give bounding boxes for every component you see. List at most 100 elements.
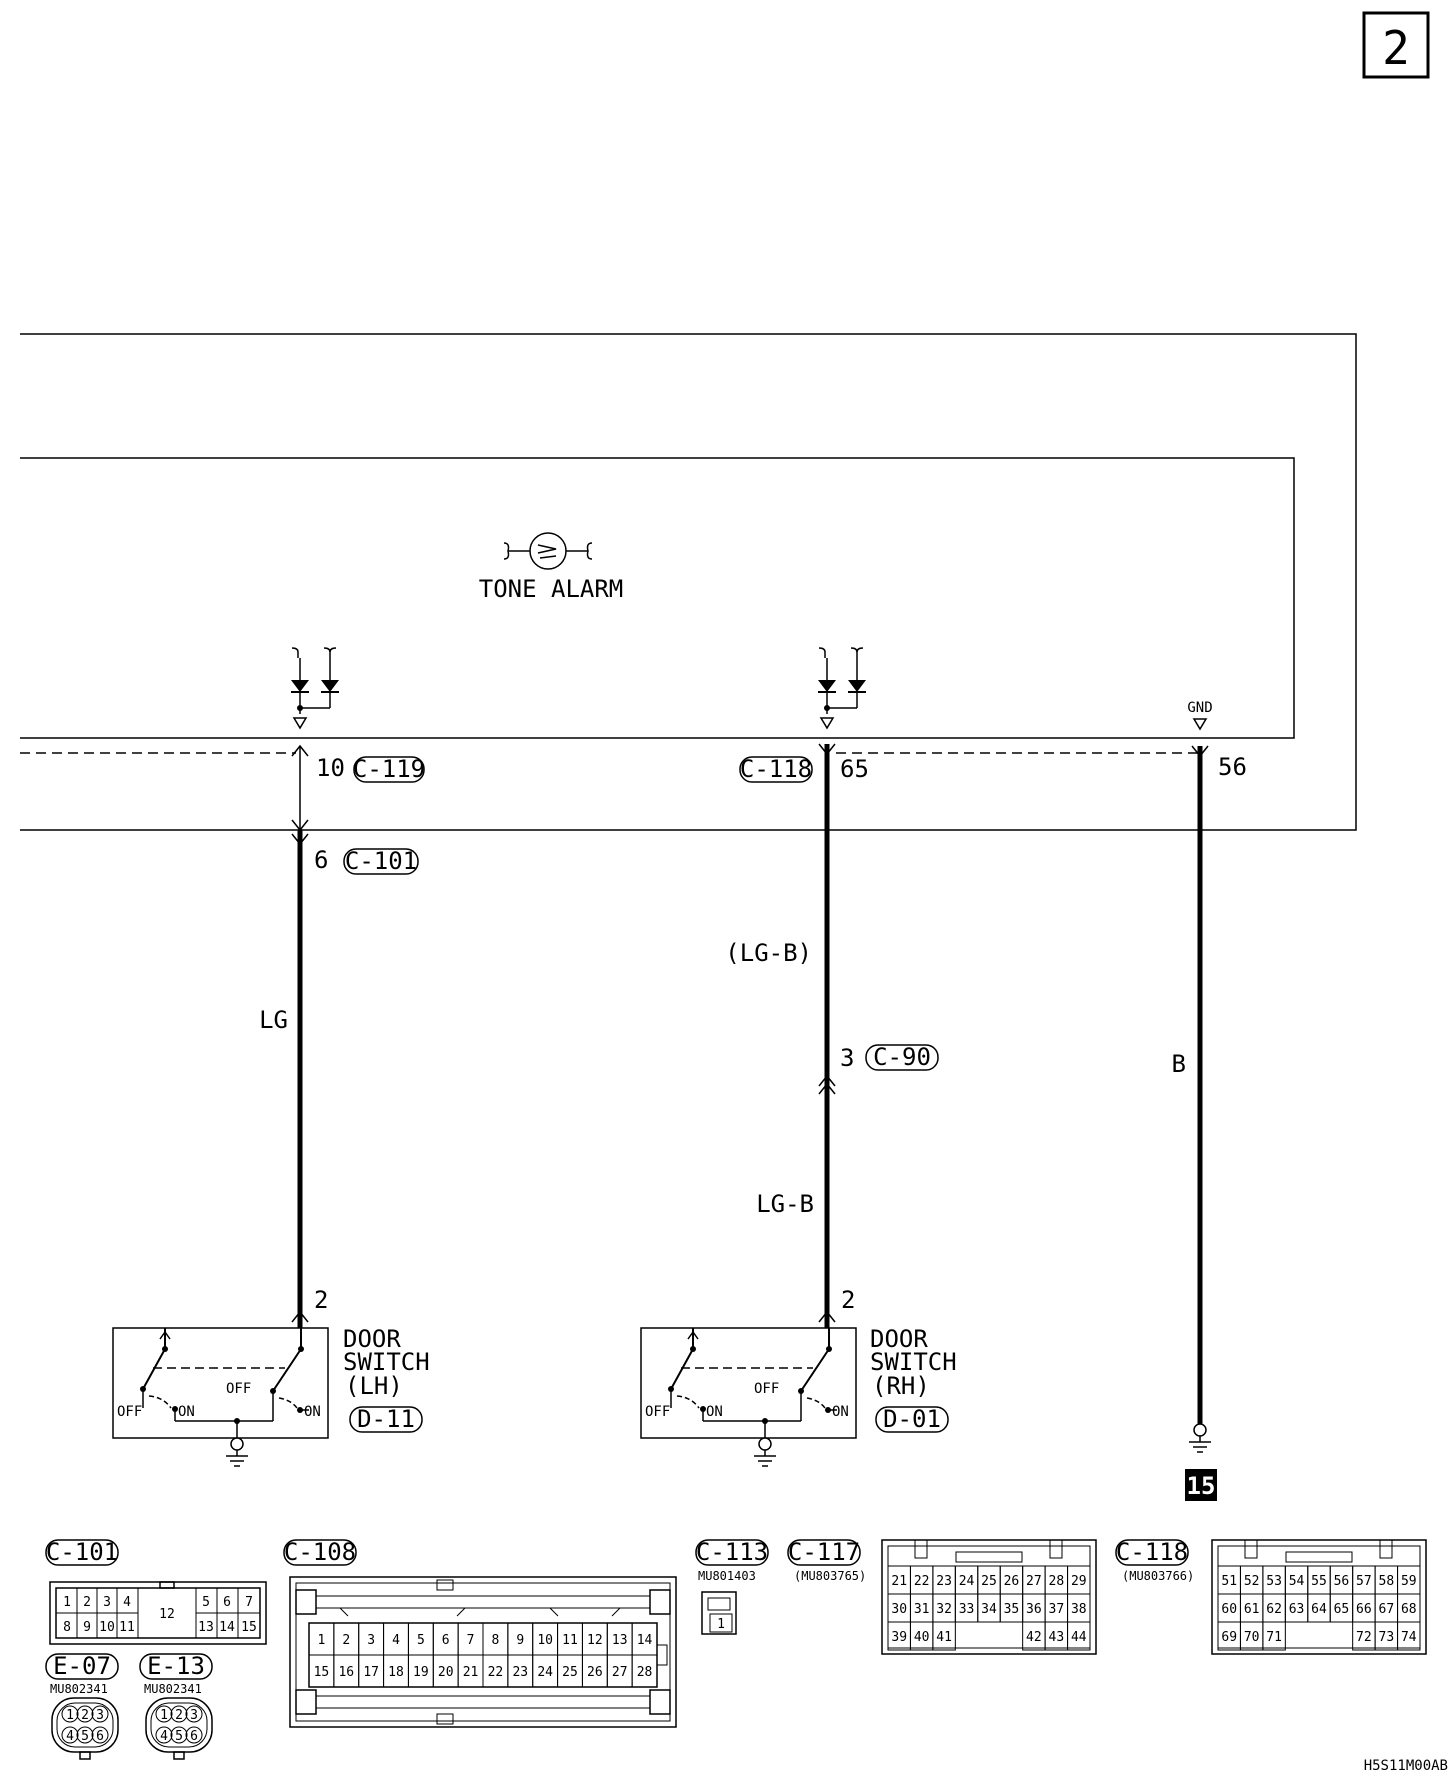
c118-pin: 58 (1379, 1574, 1395, 1589)
lh-switch-line3: (LH) (345, 1372, 403, 1400)
c113-part: MU801403 (698, 1569, 756, 1583)
middle-pin-mid: 3 (840, 1044, 854, 1072)
e07-pin: 6 (96, 1729, 104, 1744)
c108-pin: 6 (442, 1633, 450, 1648)
tone-alarm-symbol (503, 532, 593, 570)
document-code: H5S11M00AB (1364, 1758, 1448, 1774)
c118-pin: 73 (1379, 1630, 1395, 1645)
e07-name-badge (45, 1653, 119, 1680)
gnd-label: GND (1187, 700, 1212, 716)
c101-pin: 8 (63, 1620, 71, 1635)
middle-conn-top: C-118 (740, 755, 812, 783)
c118-pin: 74 (1401, 1630, 1417, 1645)
c108-pin: 15 (314, 1665, 330, 1680)
c117-pin: 29 (1071, 1574, 1087, 1589)
c108-pin: 25 (562, 1665, 578, 1680)
c101-pin: 15 (241, 1620, 257, 1635)
c117-pin-cell (932, 1621, 956, 1651)
c118-pin: 66 (1356, 1602, 1372, 1617)
c117-name-badge (787, 1539, 861, 1566)
c117-pin: 38 (1071, 1602, 1087, 1617)
lh-switch-line1: DOOR (343, 1325, 401, 1353)
c118-pin: 54 (1289, 1574, 1305, 1589)
c108-pin: 11 (562, 1633, 578, 1648)
left-conn-top-badge (353, 756, 425, 783)
left-conn-mid-badge (343, 848, 419, 875)
c117-pin: 35 (1004, 1602, 1020, 1617)
rh-conn-badge (875, 1406, 949, 1433)
c101-pin: 5 (202, 1595, 210, 1610)
c108-pin: 28 (637, 1665, 653, 1680)
c101-name-badge (45, 1539, 119, 1566)
c118-pin-cell (1262, 1621, 1286, 1651)
c108-pin: 24 (537, 1665, 553, 1680)
right-wire-color: B (1172, 1050, 1186, 1078)
lh-conn-badge (349, 1406, 423, 1433)
c108-pin: 8 (492, 1633, 500, 1648)
left-conn-mid: C-101 (345, 847, 417, 875)
middle-wire-color-upper: (LG-B) (725, 939, 812, 967)
c117-pin: 37 (1049, 1602, 1065, 1617)
c101-pin: 14 (219, 1620, 235, 1635)
c118-pin: 63 (1289, 1602, 1305, 1617)
rh-on-label-1: ON (706, 1404, 723, 1420)
c117-pin: 23 (936, 1574, 952, 1589)
c108-pin: 5 (417, 1633, 425, 1648)
c117-pin-cell (1067, 1621, 1091, 1651)
c108-pin: 2 (342, 1633, 350, 1648)
c117-name: C-117 (788, 1538, 860, 1566)
right-ground-icon (1188, 1423, 1212, 1453)
middle-switch-pin: 2 (841, 1286, 855, 1314)
c117-pin: 31 (914, 1602, 930, 1617)
left-switch-pin: 2 (314, 1286, 328, 1314)
rh-switch-conn: D-01 (883, 1405, 941, 1433)
c108-pin: 19 (413, 1665, 429, 1680)
middle-conn-top-badge (739, 756, 813, 783)
e07-pin: 3 (96, 1708, 104, 1723)
c118-pin: 61 (1244, 1602, 1260, 1617)
rh-off-label-2: OFF (754, 1381, 779, 1397)
left-pin-top: 10 (316, 754, 345, 782)
c108-pin: 12 (587, 1633, 603, 1648)
rh-switch-line1: DOOR (870, 1325, 928, 1353)
middle-conn-mid: C-90 (873, 1043, 931, 1071)
rh-switch-line3: (RH) (872, 1372, 930, 1400)
c108-pin: 16 (338, 1665, 354, 1680)
c118-pin: 70 (1244, 1630, 1260, 1645)
c118-pin: 62 (1266, 1602, 1282, 1617)
c117-pin: 41 (936, 1630, 952, 1645)
c101-pin: 10 (99, 1620, 115, 1635)
lh-off-label-2: OFF (226, 1381, 251, 1397)
c117-pin: 34 (981, 1602, 997, 1617)
e13-face (145, 1697, 213, 1760)
c108-pin: 17 (363, 1665, 379, 1680)
c118-pin: 67 (1379, 1602, 1395, 1617)
c118-pin: 59 (1401, 1574, 1417, 1589)
c108-pin: 27 (612, 1665, 628, 1680)
c101-pin: 11 (119, 1620, 135, 1635)
c118-part: (MU803766) (1122, 1569, 1194, 1583)
page-number: 2 (1382, 21, 1410, 75)
c101-pin: 3 (103, 1595, 111, 1610)
c118-pin: 56 (1334, 1574, 1350, 1589)
c117-pin: 32 (936, 1602, 952, 1617)
c118-pin: 65 (1334, 1602, 1350, 1617)
e13-part: MU802341 (144, 1682, 202, 1696)
c101-name: C-101 (46, 1538, 118, 1566)
c108-pin: 1 (318, 1633, 326, 1648)
c117-pin: 21 (891, 1574, 907, 1589)
door-switch-lh (112, 1327, 329, 1439)
c118-pin: 64 (1311, 1602, 1327, 1617)
c117-pin: 42 (1026, 1630, 1042, 1645)
e13-name-badge (139, 1653, 213, 1680)
c118-pin: 68 (1401, 1602, 1417, 1617)
e07-pin: 2 (81, 1708, 89, 1723)
lh-ground-icon (225, 1437, 249, 1467)
rh-switch-line2: SWITCH (870, 1348, 957, 1376)
inner-module-outline (20, 457, 1295, 739)
lh-switch-line2: SWITCH (343, 1348, 430, 1376)
c108-pin: 21 (463, 1665, 479, 1680)
